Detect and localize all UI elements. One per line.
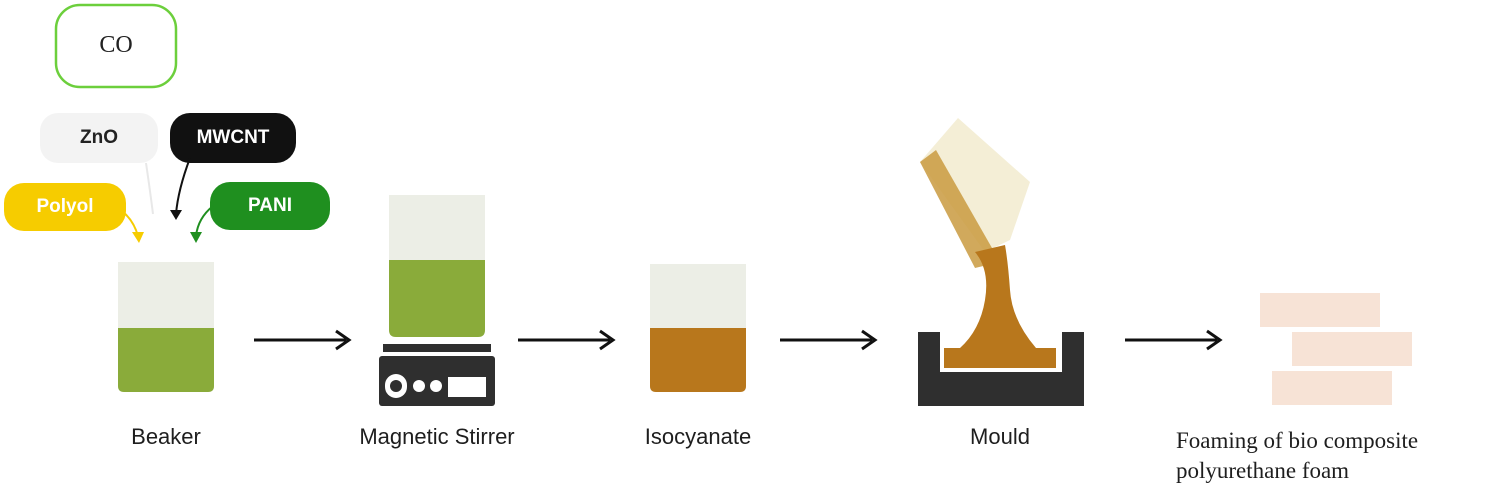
mwcnt-arrow	[175, 157, 191, 215]
polyol-arrowhead	[132, 232, 144, 243]
process-arrow-3	[780, 329, 878, 351]
mwcnt-label: MWCNT	[196, 127, 270, 148]
zno-pill	[40, 113, 158, 163]
mould-icon	[918, 118, 1084, 406]
beaker-icon	[118, 262, 214, 392]
foam-label-line1: Foaming of bio composite	[1176, 428, 1419, 453]
stirrer-label: Magnetic Stirrer	[359, 424, 515, 449]
beaker-label: Beaker	[131, 424, 201, 449]
pani-pill	[210, 182, 330, 230]
co-box	[54, 3, 178, 89]
pani-label: PANI	[248, 195, 292, 216]
mould-label: Mould	[970, 424, 1030, 449]
polyol-label: Polyol	[36, 196, 94, 217]
foam-slabs-icon	[1260, 293, 1412, 405]
zno-label: ZnO	[80, 127, 118, 148]
process-arrow-1	[254, 329, 352, 351]
process-arrow-2	[518, 329, 616, 351]
co-label: CO	[99, 32, 133, 58]
foam-label-line2: polyurethane foam	[1176, 458, 1350, 483]
stirrer-beaker-icon	[389, 195, 485, 337]
process-arrow-4	[1125, 329, 1223, 351]
polyol-pill	[4, 183, 126, 231]
zno-arrow	[145, 162, 154, 215]
stirrer-plate-icon	[379, 344, 495, 406]
isocyanate-beaker-icon	[650, 264, 746, 392]
mwcnt-arrowhead	[170, 210, 182, 220]
mwcnt-pill	[170, 113, 296, 163]
pani-arrowhead	[190, 232, 202, 243]
isocyanate-label: Isocyanate	[644, 424, 752, 449]
